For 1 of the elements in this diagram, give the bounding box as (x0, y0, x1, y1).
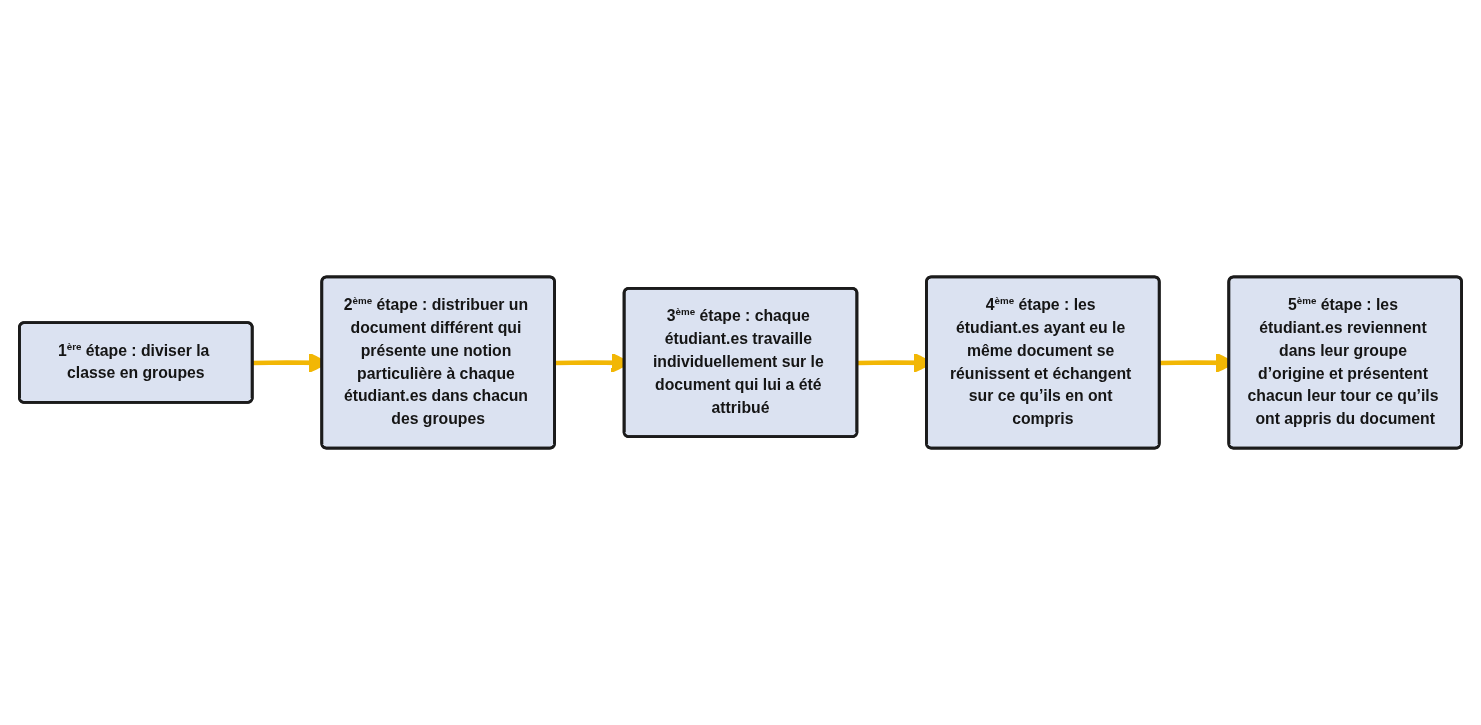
flowchart: 1$^{ère}$ étape : diviser la classe en groupes 2$^{ème}$ étape : distribuer un document différent qui présente une notion particulière à chaque étudiant.es dans chacun des groupes 3$^{ème}$ étape : chaque étudiant.es travaille individuellement sur le document qui lui a été attribué 4$^{ème}$ étape : les étudiant.es ayant eu le même document se réunissent et échangent sur ce qu’ils en ont compris 5$^{ème}$ étape : les étudiant.es reviennent dans leur groupe d’origine et présentent chacun leur tour ce qu’ils ont appris du document (12, 12, 1469, 713)
